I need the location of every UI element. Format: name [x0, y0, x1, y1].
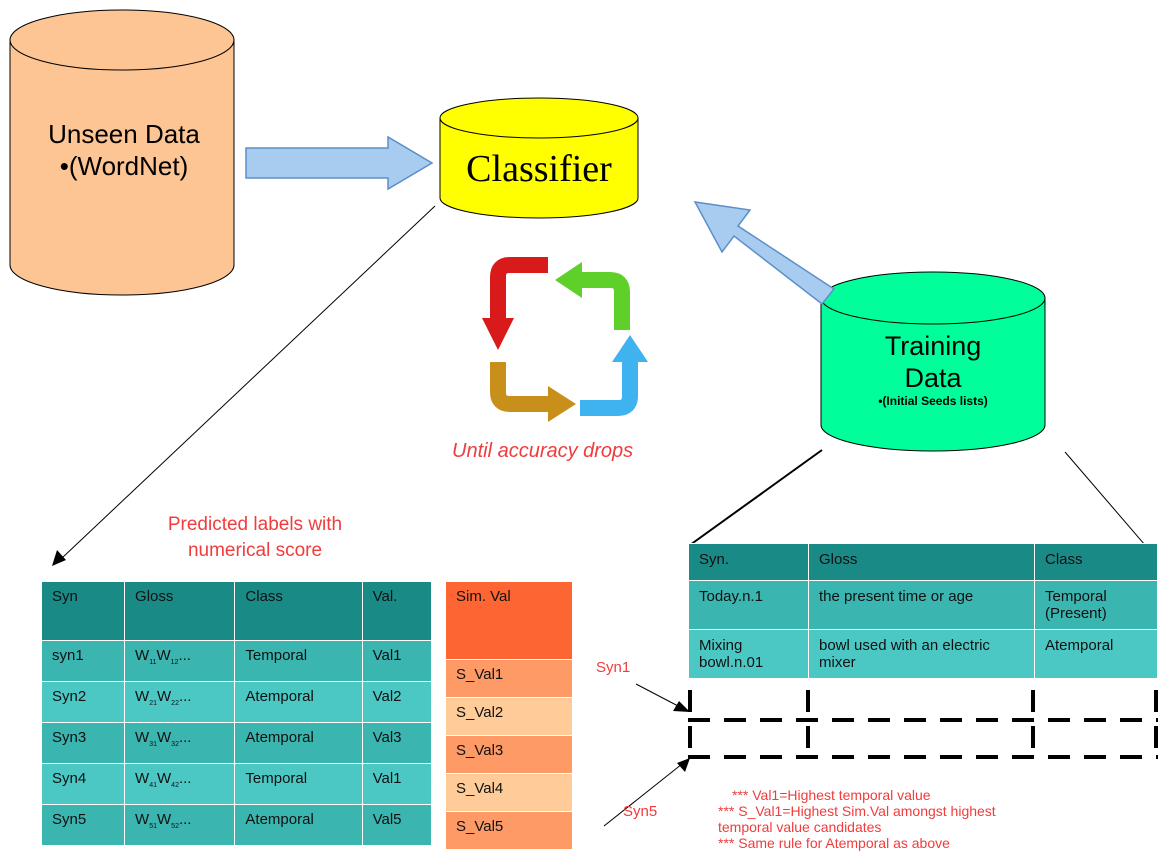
cell-gloss: W51W52... — [124, 804, 236, 846]
cell-syn: syn1 — [40, 640, 126, 682]
syn1-label: Syn1 — [596, 659, 631, 676]
training-table-header: Syn. Gloss Class — [688, 543, 1158, 581]
sim-val-cell: S_Val3 — [445, 735, 573, 774]
classifier-to-predicted-line — [61, 205, 436, 559]
predicted-caption-line1: Predicted labels with — [167, 514, 343, 535]
sim-val-cell: S_Val1 — [445, 659, 573, 698]
training-subtitle: •(Initial Seeds lists) — [878, 394, 988, 408]
predicted-caption-line2: numerical score — [187, 540, 323, 561]
training-to-classifier-arrow — [693, 201, 836, 306]
cell-class: Atemporal — [234, 804, 363, 846]
cell-class: Atemporal — [1034, 629, 1158, 679]
new-rows-dashed — [688, 690, 1158, 759]
sim-val-cell: S_Val4 — [445, 773, 573, 812]
note-line: *** Same rule for Atemporal as above — [718, 835, 950, 851]
note-line: temporal value candidates — [718, 819, 882, 835]
cell-val: Val1 — [361, 763, 433, 805]
cell-syn: Syn3 — [40, 722, 126, 764]
header-val: Val. — [361, 581, 433, 641]
cell-val: Val1 — [361, 640, 433, 682]
header-gloss: Gloss — [808, 543, 1035, 581]
cell-val: Val2 — [361, 681, 433, 723]
table-row: S_Val2 — [445, 697, 573, 736]
training-data-label: Training Data •(Initial Seeds lists) — [821, 330, 1045, 408]
syn5-pointer — [603, 763, 683, 827]
cell-syn: Mixing bowl.n.01 — [688, 629, 809, 679]
table-row: Syn2 W21W22... Atemporal Val2 — [40, 681, 433, 723]
syn5-label: Syn5 — [623, 803, 658, 820]
table-row: Mixing bowl.n.01 bowl used with an elect… — [688, 629, 1158, 679]
cycle-icon — [482, 257, 648, 422]
header-class: Class — [234, 581, 363, 641]
training-title-2: Data — [904, 363, 962, 393]
training-table-line-left — [689, 449, 823, 546]
unseen-to-classifier-arrow — [245, 135, 434, 191]
note-line: *** S_Val1=Highest Sim.Val amongst highe… — [718, 803, 996, 819]
predicted-table: Syn Gloss Class Val. syn1 W11W12... Temp… — [40, 581, 433, 846]
table-row: S_Val5 — [445, 811, 573, 850]
cell-class: Atemporal — [234, 722, 363, 764]
classifier-cylinder — [439, 97, 639, 219]
training-data-cylinder — [820, 271, 1046, 452]
unseen-data-cylinder — [9, 9, 235, 296]
cell-class: Atemporal — [234, 681, 363, 723]
header-syn: Syn — [40, 581, 126, 641]
sim-val-table: Sim. Val S_Val1 S_Val2 S_Val3 S_Val4 S_V… — [445, 581, 573, 850]
table-row: Syn5 W51W52... Atemporal Val5 — [40, 804, 433, 846]
cell-val: Val3 — [361, 722, 433, 764]
unseen-data-label: Unseen Data •(WordNet) — [14, 118, 234, 182]
cell-syn: Syn2 — [40, 681, 126, 723]
table-row: S_Val3 — [445, 735, 573, 774]
cell-val: Val5 — [361, 804, 433, 846]
cell-gloss: W21W22... — [124, 681, 236, 723]
sim-val-cell: S_Val5 — [445, 811, 573, 850]
cell-gloss: W11W12... — [124, 640, 236, 682]
cell-class: Temporal — [234, 763, 363, 805]
training-table: Syn. Gloss Class Today.n.1 the present t… — [688, 543, 1158, 679]
cell-gloss: W31W32... — [124, 722, 236, 764]
training-title: Training — [884, 331, 982, 361]
table-row: Syn3 W31W32... Atemporal Val3 — [40, 722, 433, 764]
header-syn: Syn. — [688, 543, 809, 581]
cell-gloss: bowl used with an electric mixer — [808, 629, 1035, 679]
cell-gloss: W41W42... — [124, 763, 236, 805]
cell-gloss: the present time or age — [808, 580, 1035, 630]
syn1-pointer — [635, 683, 681, 708]
sim-val-header-cell: Sim. Val — [445, 581, 573, 660]
table-row: Today.n.1 the present time or age Tempor… — [688, 580, 1158, 630]
note-line: *** Val1=Highest temporal value — [732, 787, 931, 803]
table-row: syn1 W11W12... Temporal Val1 — [40, 640, 433, 682]
header-gloss: Gloss — [124, 581, 236, 641]
cell-class: Temporal — [234, 640, 363, 682]
unseen-title: Unseen Data — [48, 119, 200, 149]
sim-val-header: Sim. Val — [445, 581, 573, 660]
table-row: S_Val4 — [445, 773, 573, 812]
cell-syn: Today.n.1 — [688, 580, 809, 630]
sim-val-cell: S_Val2 — [445, 697, 573, 736]
cell-syn: Syn4 — [40, 763, 126, 805]
loop-caption: Until accuracy drops — [452, 440, 634, 462]
predicted-table-header: Syn Gloss Class Val. — [40, 581, 433, 641]
classifier-label: Classifier — [466, 148, 612, 190]
table-row: Syn4 W41W42... Temporal Val1 — [40, 763, 433, 805]
unseen-subtitle: •(WordNet) — [59, 151, 189, 181]
table-row: S_Val1 — [445, 659, 573, 698]
cell-syn: Syn5 — [40, 804, 126, 846]
header-class: Class — [1034, 543, 1158, 581]
notes: *** Val1=Highest temporal value *** S_Va… — [718, 787, 996, 851]
cell-class: Temporal(Present) — [1034, 580, 1158, 630]
training-table-line-right — [1064, 451, 1146, 546]
predicted-caption: Predicted labels with numerical score — [140, 512, 370, 564]
